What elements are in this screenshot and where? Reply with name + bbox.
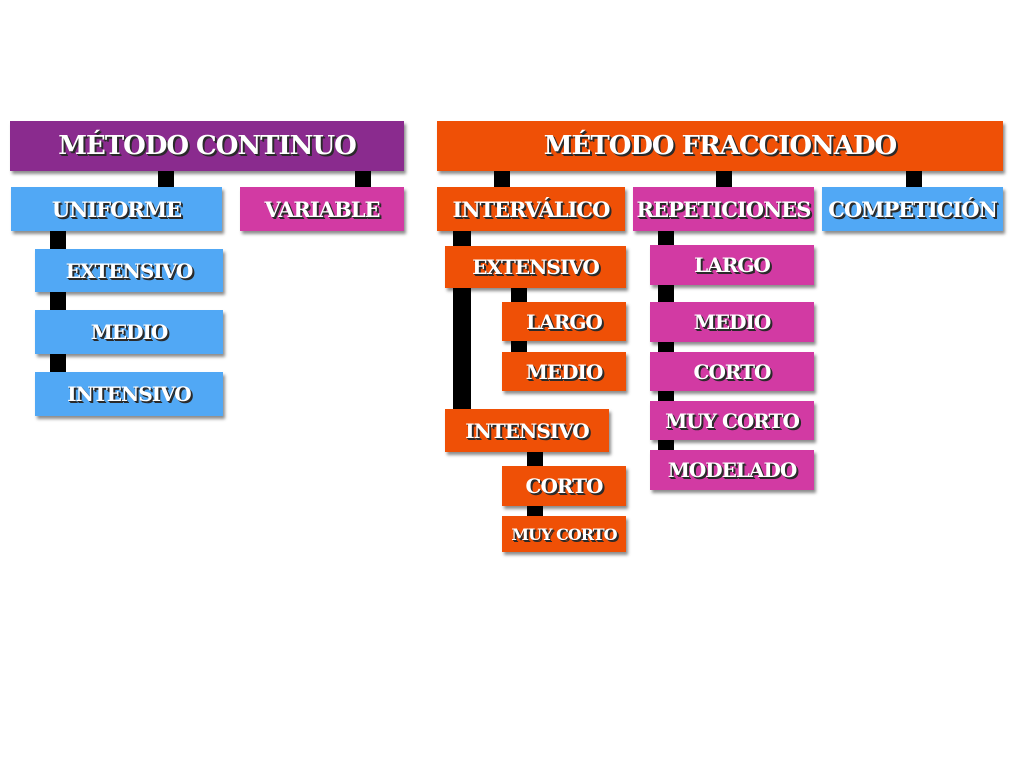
repeticiones-modelado-box: MODELADO [650, 450, 814, 490]
repeticiones-muy-corto-box: MUY CORTO [650, 401, 814, 440]
intensivo-muy-corto-box: MUY CORTO [502, 516, 626, 552]
variable-box: VARIABLE [240, 187, 404, 231]
uniforme-extensivo-box: EXTENSIVO [35, 249, 223, 292]
intervalico-box: INTERVÁLICO [437, 187, 625, 231]
connector [494, 170, 510, 188]
connector [158, 170, 174, 188]
uniforme-medio-box: MEDIO [35, 310, 223, 354]
metodo-fraccionado-header: MÉTODO FRACCIONADO [437, 121, 1003, 171]
repeticiones-box: REPETICIONES [633, 187, 814, 231]
connector [658, 284, 674, 304]
connector [716, 170, 732, 188]
connector [511, 340, 527, 354]
competicion-box: COMPETICIÓN [822, 187, 1003, 231]
uniforme-box: UNIFORME [11, 187, 222, 231]
connector [658, 230, 674, 246]
connector [50, 291, 66, 311]
connector [658, 439, 674, 451]
intervalico-intensivo-box: INTENSIVO [445, 409, 609, 452]
repeticiones-medio-box: MEDIO [650, 302, 814, 342]
connector [658, 341, 674, 353]
repeticiones-largo-box: LARGO [650, 245, 814, 285]
metodo-continuo-header: MÉTODO CONTINUO [10, 121, 404, 171]
connector [658, 390, 674, 402]
extensivo-largo-box: LARGO [502, 302, 626, 341]
repeticiones-corto-box: CORTO [650, 352, 814, 391]
uniforme-intensivo-box: INTENSIVO [35, 372, 223, 416]
connector [50, 353, 66, 373]
connector [527, 505, 543, 517]
intervalico-extensivo-box: EXTENSIVO [445, 246, 626, 288]
connector [355, 170, 371, 188]
intensivo-corto-box: CORTO [502, 466, 626, 506]
connector [906, 170, 922, 188]
connector [50, 230, 66, 250]
connector [511, 287, 527, 303]
extensivo-medio-box: MEDIO [502, 352, 626, 391]
connector [527, 451, 543, 467]
